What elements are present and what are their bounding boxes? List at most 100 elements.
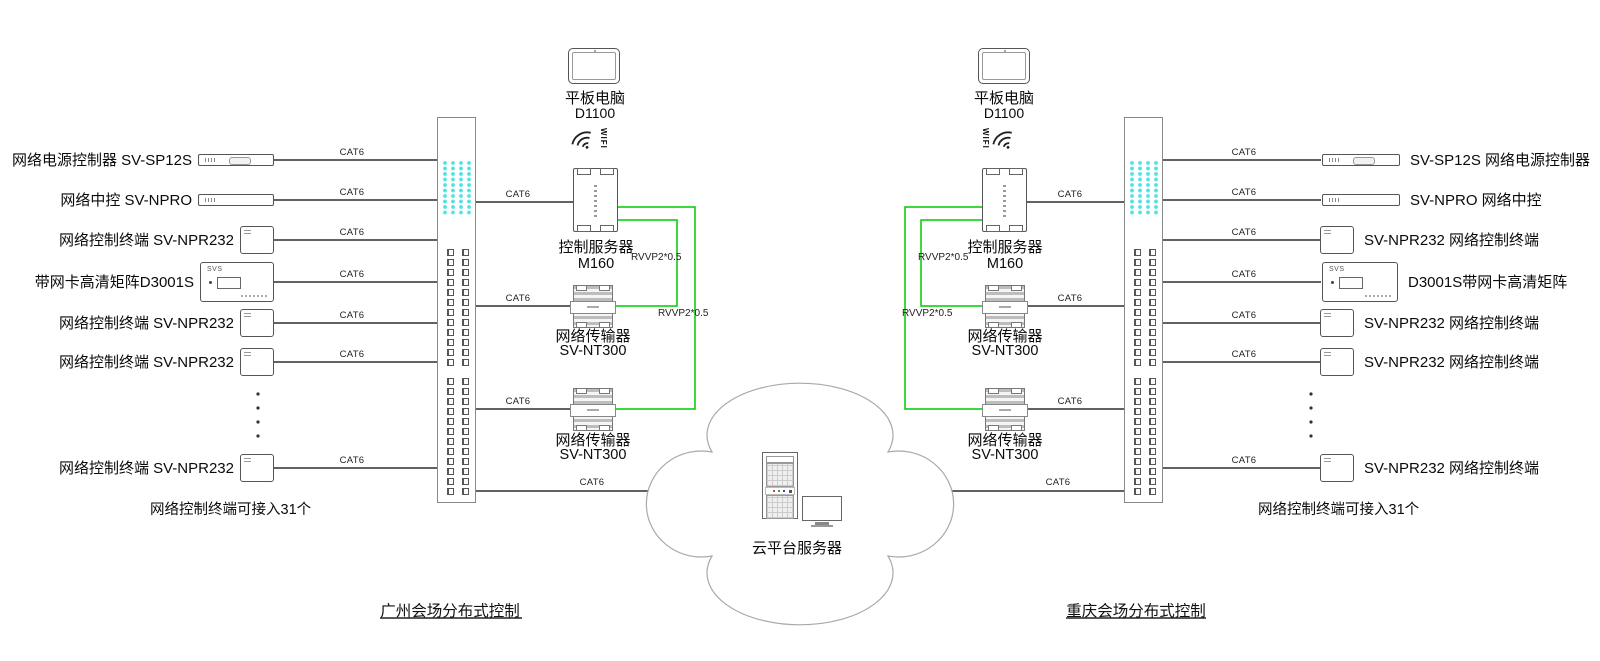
transmitter-model: SV-NT300 — [559, 447, 627, 463]
cable-label-rvvp: RVVP2*0.5 — [658, 308, 709, 319]
network-switch-right — [1124, 117, 1163, 503]
more-devices-dots-left — [256, 392, 260, 438]
switch-port — [1149, 438, 1156, 445]
switch-port — [447, 309, 454, 316]
cable-label-cat6: CAT6 — [1231, 455, 1257, 466]
switch-port — [1134, 309, 1141, 316]
switch-port — [1149, 488, 1156, 495]
tablet-device-right — [978, 48, 1030, 84]
switch-port — [462, 438, 469, 445]
device-label: 带网卡高清矩阵D3001S — [34, 274, 194, 291]
switch-port — [1149, 359, 1156, 366]
switch-port — [1149, 319, 1156, 326]
switch-port — [1149, 448, 1156, 455]
device-box-sv-npr232 — [240, 454, 274, 482]
tablet-name: 平板电脑 — [973, 90, 1034, 107]
device-label: SV-NPR232 网络控制终端 — [1364, 232, 1540, 249]
switch-port — [447, 269, 454, 276]
switch-port — [447, 349, 454, 356]
capacity-note-right: 网络控制终端可接入31个 — [1258, 502, 1420, 518]
transmitter-name: 网络传输器 — [555, 328, 631, 345]
switch-port — [447, 438, 454, 445]
switch-port — [462, 478, 469, 485]
switch-port — [462, 398, 469, 405]
switch-port — [462, 249, 469, 256]
cable-label-cat6: CAT6 — [1057, 396, 1083, 407]
wifi-label: WIFI — [599, 128, 608, 149]
cable-label-cat6: CAT6 — [1057, 293, 1083, 304]
device-label: SV-SP12S 网络电源控制器 — [1410, 152, 1591, 169]
cable-label-rvvp: RVVP2*0.5 — [902, 308, 953, 319]
switch-port-group — [447, 249, 469, 366]
control-server-box-right — [982, 168, 1027, 232]
transmitter-name: 网络传输器 — [555, 432, 631, 449]
switch-port — [1134, 418, 1141, 425]
switch-port — [462, 309, 469, 316]
switch-port — [1134, 269, 1141, 276]
switch-port — [462, 299, 469, 306]
cable-label-cat6: CAT6 — [339, 349, 365, 360]
transmitter-model: SV-NT300 — [971, 447, 1039, 463]
device-box-d3001s: SVS — [1322, 262, 1398, 302]
cable-label-cat6: CAT6 — [1231, 269, 1257, 280]
device-label: 网络控制终端 SV-NPR232 — [58, 460, 234, 477]
control-server-name: 控制服务器 — [967, 239, 1043, 256]
switch-port — [1149, 259, 1156, 266]
device-box-sv-npr232 — [1320, 454, 1354, 482]
switch-port — [1134, 319, 1141, 326]
switch-port — [1134, 408, 1141, 415]
switch-port — [447, 458, 454, 465]
switch-led-grid — [442, 160, 473, 215]
network-switch-left — [437, 117, 476, 503]
switch-port — [462, 289, 469, 296]
switch-port — [447, 249, 454, 256]
device-box-sv-npr232 — [240, 309, 274, 337]
switch-port — [1134, 468, 1141, 475]
device-box-sv-npro — [1322, 194, 1400, 206]
switch-port — [447, 478, 454, 485]
switch-port — [1149, 329, 1156, 336]
switch-port — [447, 319, 454, 326]
wifi-icon — [987, 124, 1023, 161]
cloud-server-monitor — [802, 496, 842, 527]
switch-port — [1134, 388, 1141, 395]
switch-port — [462, 329, 469, 336]
switch-port — [447, 359, 454, 366]
device-box-d3001s: SVS — [200, 262, 274, 302]
cable-label-cat6: CAT6 — [505, 293, 531, 304]
device-box-sv-npr232 — [240, 226, 274, 254]
transmitter-model: SV-NT300 — [971, 343, 1039, 359]
switch-port — [1149, 478, 1156, 485]
switch-port — [1149, 398, 1156, 405]
switch-port — [462, 279, 469, 286]
device-box-sv-npr232 — [1320, 348, 1354, 376]
switch-port — [1134, 289, 1141, 296]
switch-port — [1134, 378, 1141, 385]
switch-port — [447, 418, 454, 425]
switch-port — [1149, 458, 1156, 465]
switch-port-group — [1134, 378, 1156, 495]
switch-port — [1134, 488, 1141, 495]
switch-port — [462, 259, 469, 266]
device-box-sv-sp12s — [1322, 154, 1400, 166]
switch-port — [447, 468, 454, 475]
switch-port — [462, 458, 469, 465]
device-box-sv-npr232 — [1320, 226, 1354, 254]
cable-label-cat6: CAT6 — [339, 187, 365, 198]
switch-led-grid — [1129, 160, 1160, 215]
more-devices-dots-right — [1309, 392, 1313, 438]
device-box-sv-npr232 — [1320, 309, 1354, 337]
switch-port — [462, 488, 469, 495]
switch-port — [462, 388, 469, 395]
switch-port — [462, 378, 469, 385]
cable-label-cat6: CAT6 — [339, 269, 365, 280]
switch-port — [447, 339, 454, 346]
switch-port — [447, 428, 454, 435]
switch-port — [462, 468, 469, 475]
wifi-icon — [566, 124, 602, 161]
switch-port — [462, 319, 469, 326]
cloud-server-tower — [762, 452, 798, 519]
switch-port — [462, 349, 469, 356]
switch-port — [1149, 269, 1156, 276]
device-label: 网络中控 SV-NPRO — [60, 192, 192, 209]
